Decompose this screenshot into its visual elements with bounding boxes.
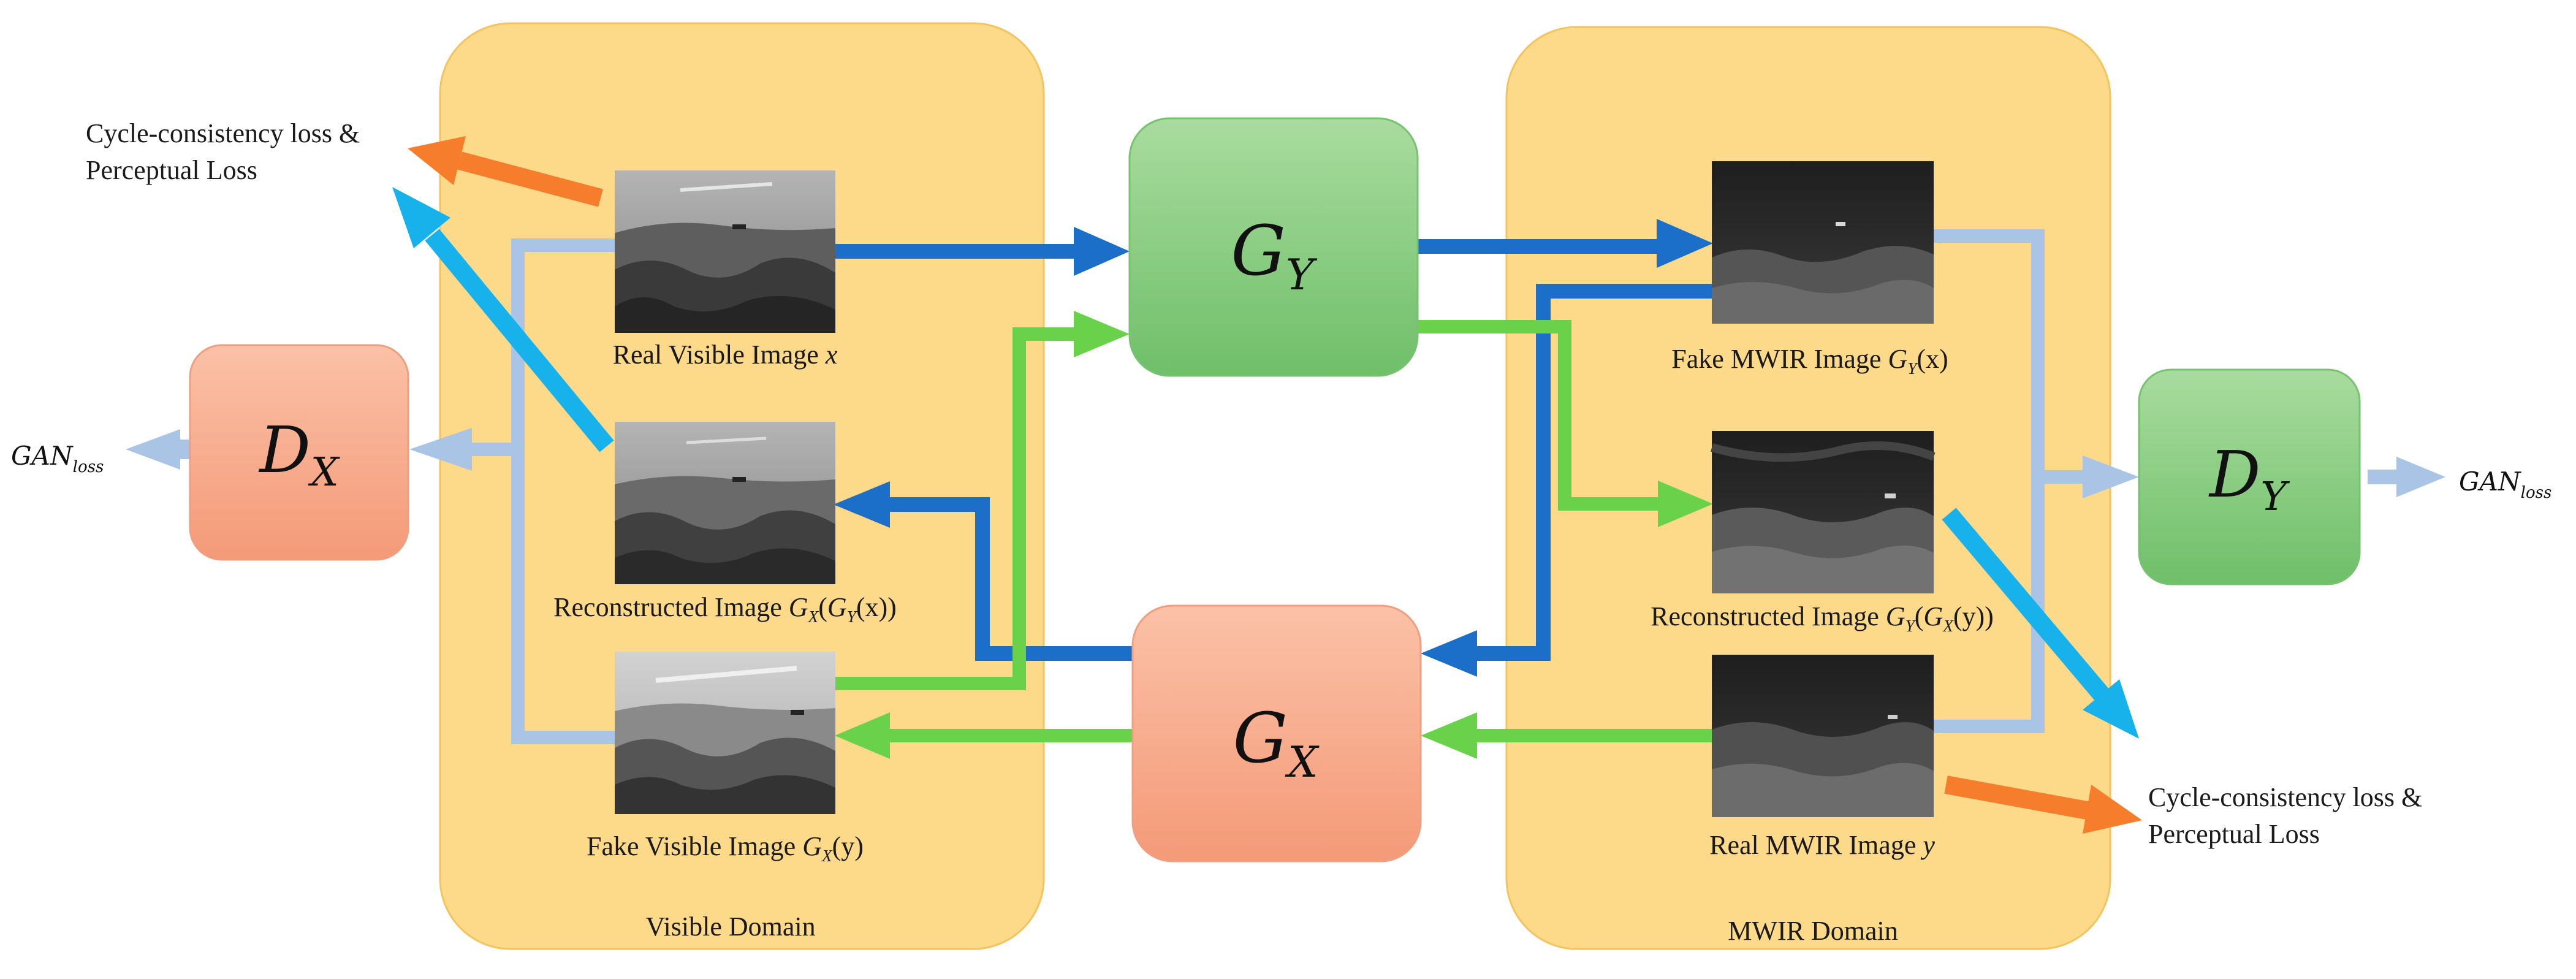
fake-mwir-image (1712, 161, 1934, 324)
dx-gan-loss-label: GANloss (11, 441, 104, 476)
caption-reconstructed-visible: Reconstructed Image GX(GY(x)) (553, 592, 897, 626)
dx-symbol: DX (258, 413, 340, 495)
caption-fake-visible: Fake Visible Image GX(y) (587, 831, 864, 865)
generator-gy: GY (1128, 117, 1419, 377)
dy-input-arrowhead (2083, 455, 2139, 498)
right-loss-label-line2: Perceptual Loss (2148, 819, 2320, 849)
dx-output-arrow (126, 429, 192, 470)
caption-fake-mwir: Fake MWIR Image GY(x) (1671, 344, 1948, 378)
dy-output-arrow (2368, 457, 2445, 497)
discriminator-dy: DY (2138, 368, 2361, 585)
right-loss-label-line1: Cycle-consistency loss & (2148, 782, 2422, 812)
reconstructed-mwir-image (1711, 431, 1936, 593)
dy-input-lines (1934, 229, 2087, 733)
reconstructed-visible-image (615, 422, 835, 584)
gy-symbol: GY (1231, 211, 1317, 300)
arrow-fake-visible-to-gy (835, 311, 1130, 690)
arrow-gy-to-fake-mwir (1418, 219, 1713, 268)
left-loss-label-line2: Perceptual Loss (86, 155, 257, 185)
gx-symbol: GX (1233, 699, 1320, 787)
discriminator-dx: DX (189, 344, 409, 561)
real-visible-image (615, 170, 835, 333)
mwir-domain-label: MWIR Domain (1728, 916, 1898, 946)
visible-domain-label: Visible Domain (645, 912, 815, 942)
dy-symbol: DY (2208, 437, 2290, 520)
fake-visible-image (615, 652, 835, 814)
left-cycle-loss-arrows (392, 136, 614, 452)
caption-real-mwir: Real MWIR Image y (1709, 830, 1935, 860)
arrow-gx-to-fake-visible (835, 712, 1133, 759)
dy-gan-loss-label: GANloss (2459, 467, 2551, 502)
dx-input-lines (472, 238, 615, 744)
right-cycle-loss-arrows (1942, 508, 2142, 834)
caption-reconstructed-mwir: Reconstructed Image GY(GX(y)) (1651, 601, 1994, 635)
arrow-fake-mwir-to-gx (1421, 284, 1712, 677)
arrow-real-mwir-to-gx (1421, 712, 1712, 759)
arrow-gy-to-reconstructed-mwir (1418, 320, 1713, 527)
real-mwir-image (1712, 655, 1934, 817)
caption-real-visible: Real Visible Image x (613, 340, 838, 370)
left-loss-label-line1: Cycle-consistency loss & (86, 118, 360, 148)
arrow-gx-to-reconstructed-visible (834, 481, 1133, 661)
dx-input-arrowhead (409, 428, 472, 471)
generator-gx: GX (1131, 604, 1422, 863)
arrow-real-visible-to-gy (835, 227, 1130, 276)
